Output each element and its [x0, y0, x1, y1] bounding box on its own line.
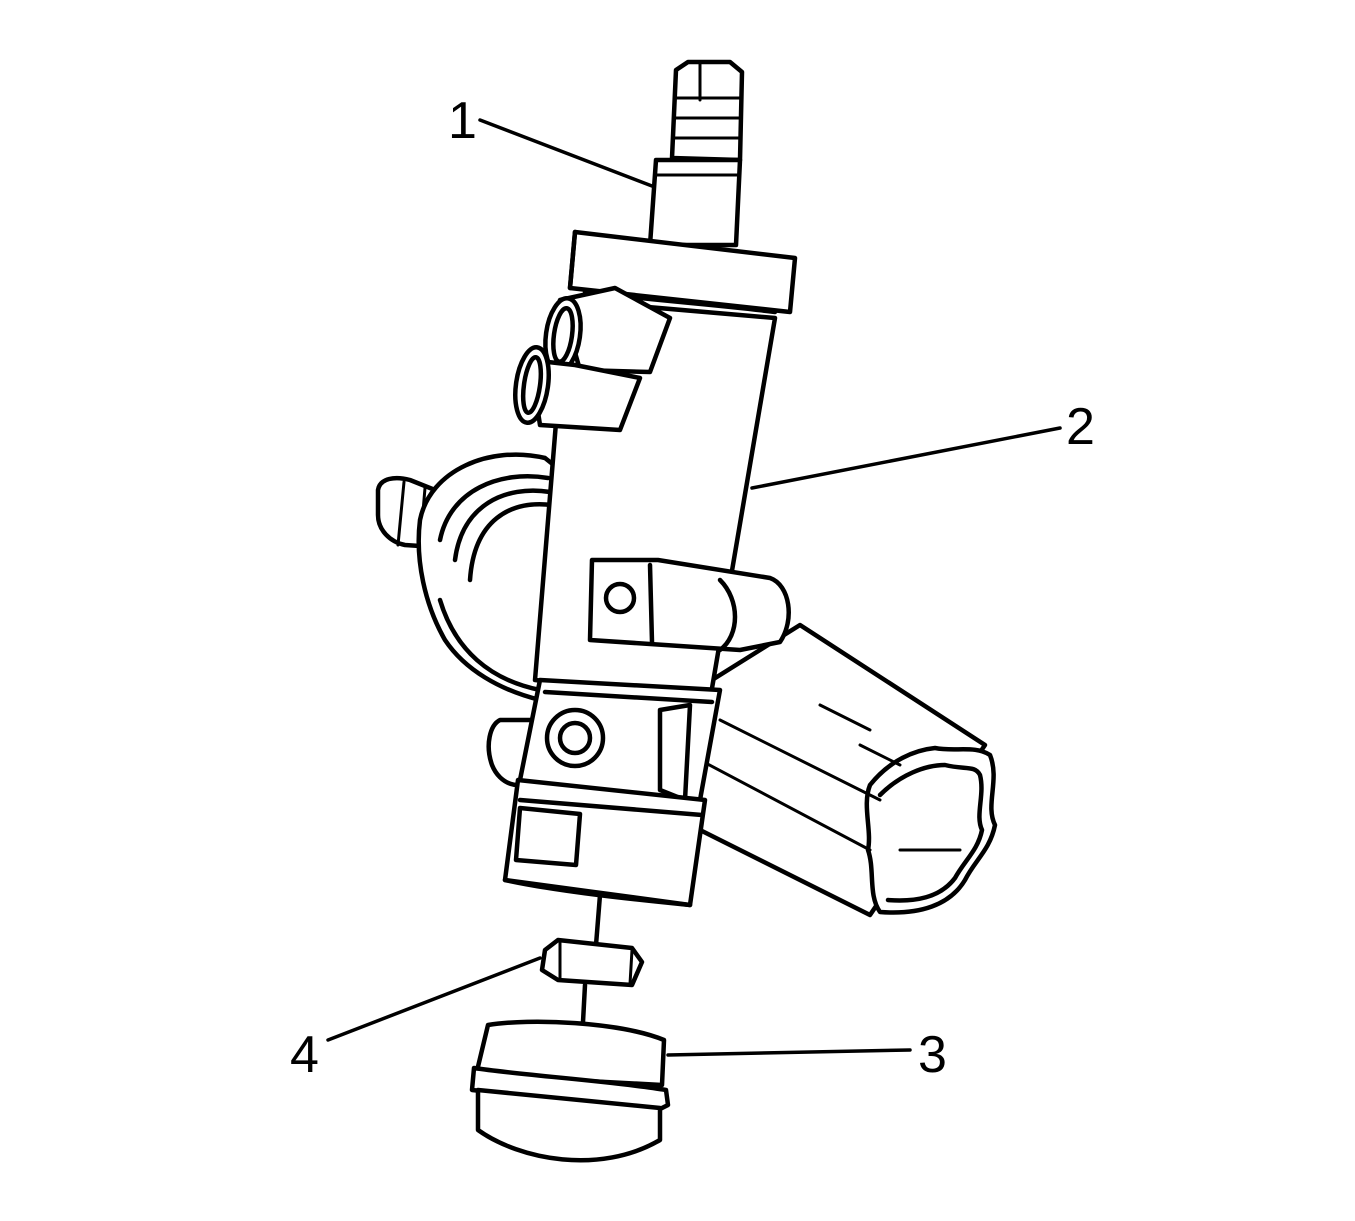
callout-3: 3: [918, 1026, 947, 1084]
callout-4: 4: [290, 1026, 319, 1084]
callout-2: 2: [1066, 398, 1095, 456]
callout-1: 1: [448, 92, 477, 150]
boot-bellows: [375, 452, 563, 788]
gear-housing: [502, 229, 798, 908]
input-shaft: [647, 59, 745, 248]
adjuster-assembly: [469, 892, 671, 1163]
leader-lines: [326, 118, 1062, 1057]
tie-rod-tube: [677, 622, 998, 918]
